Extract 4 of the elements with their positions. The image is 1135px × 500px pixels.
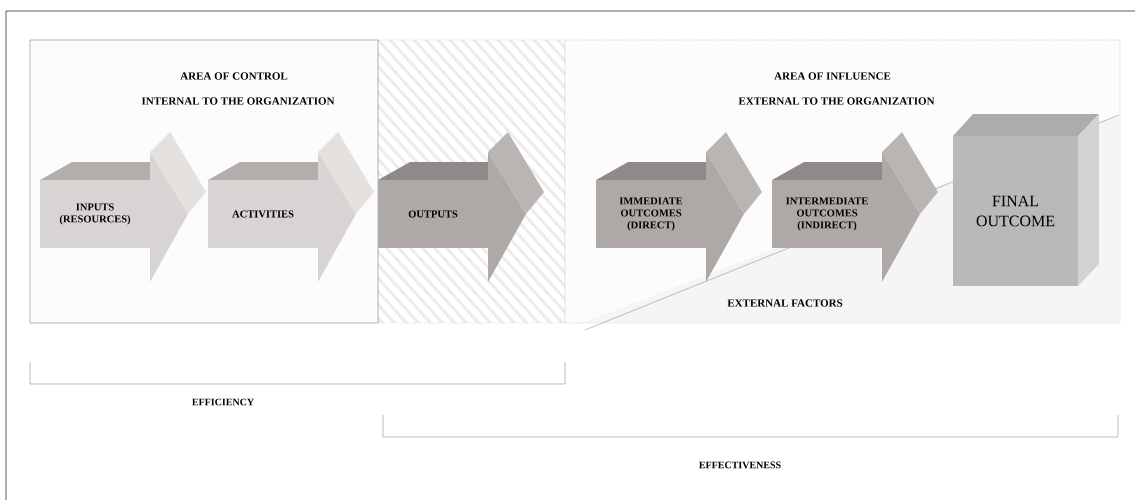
bracket-label: EFFECTIVENESS <box>699 461 781 469</box>
cube: FINAL OUTCOME <box>953 114 1099 286</box>
bracket-label: EFFICIENCY <box>192 398 254 406</box>
wedge-label: EXTERNAL FACTORS <box>727 299 843 307</box>
